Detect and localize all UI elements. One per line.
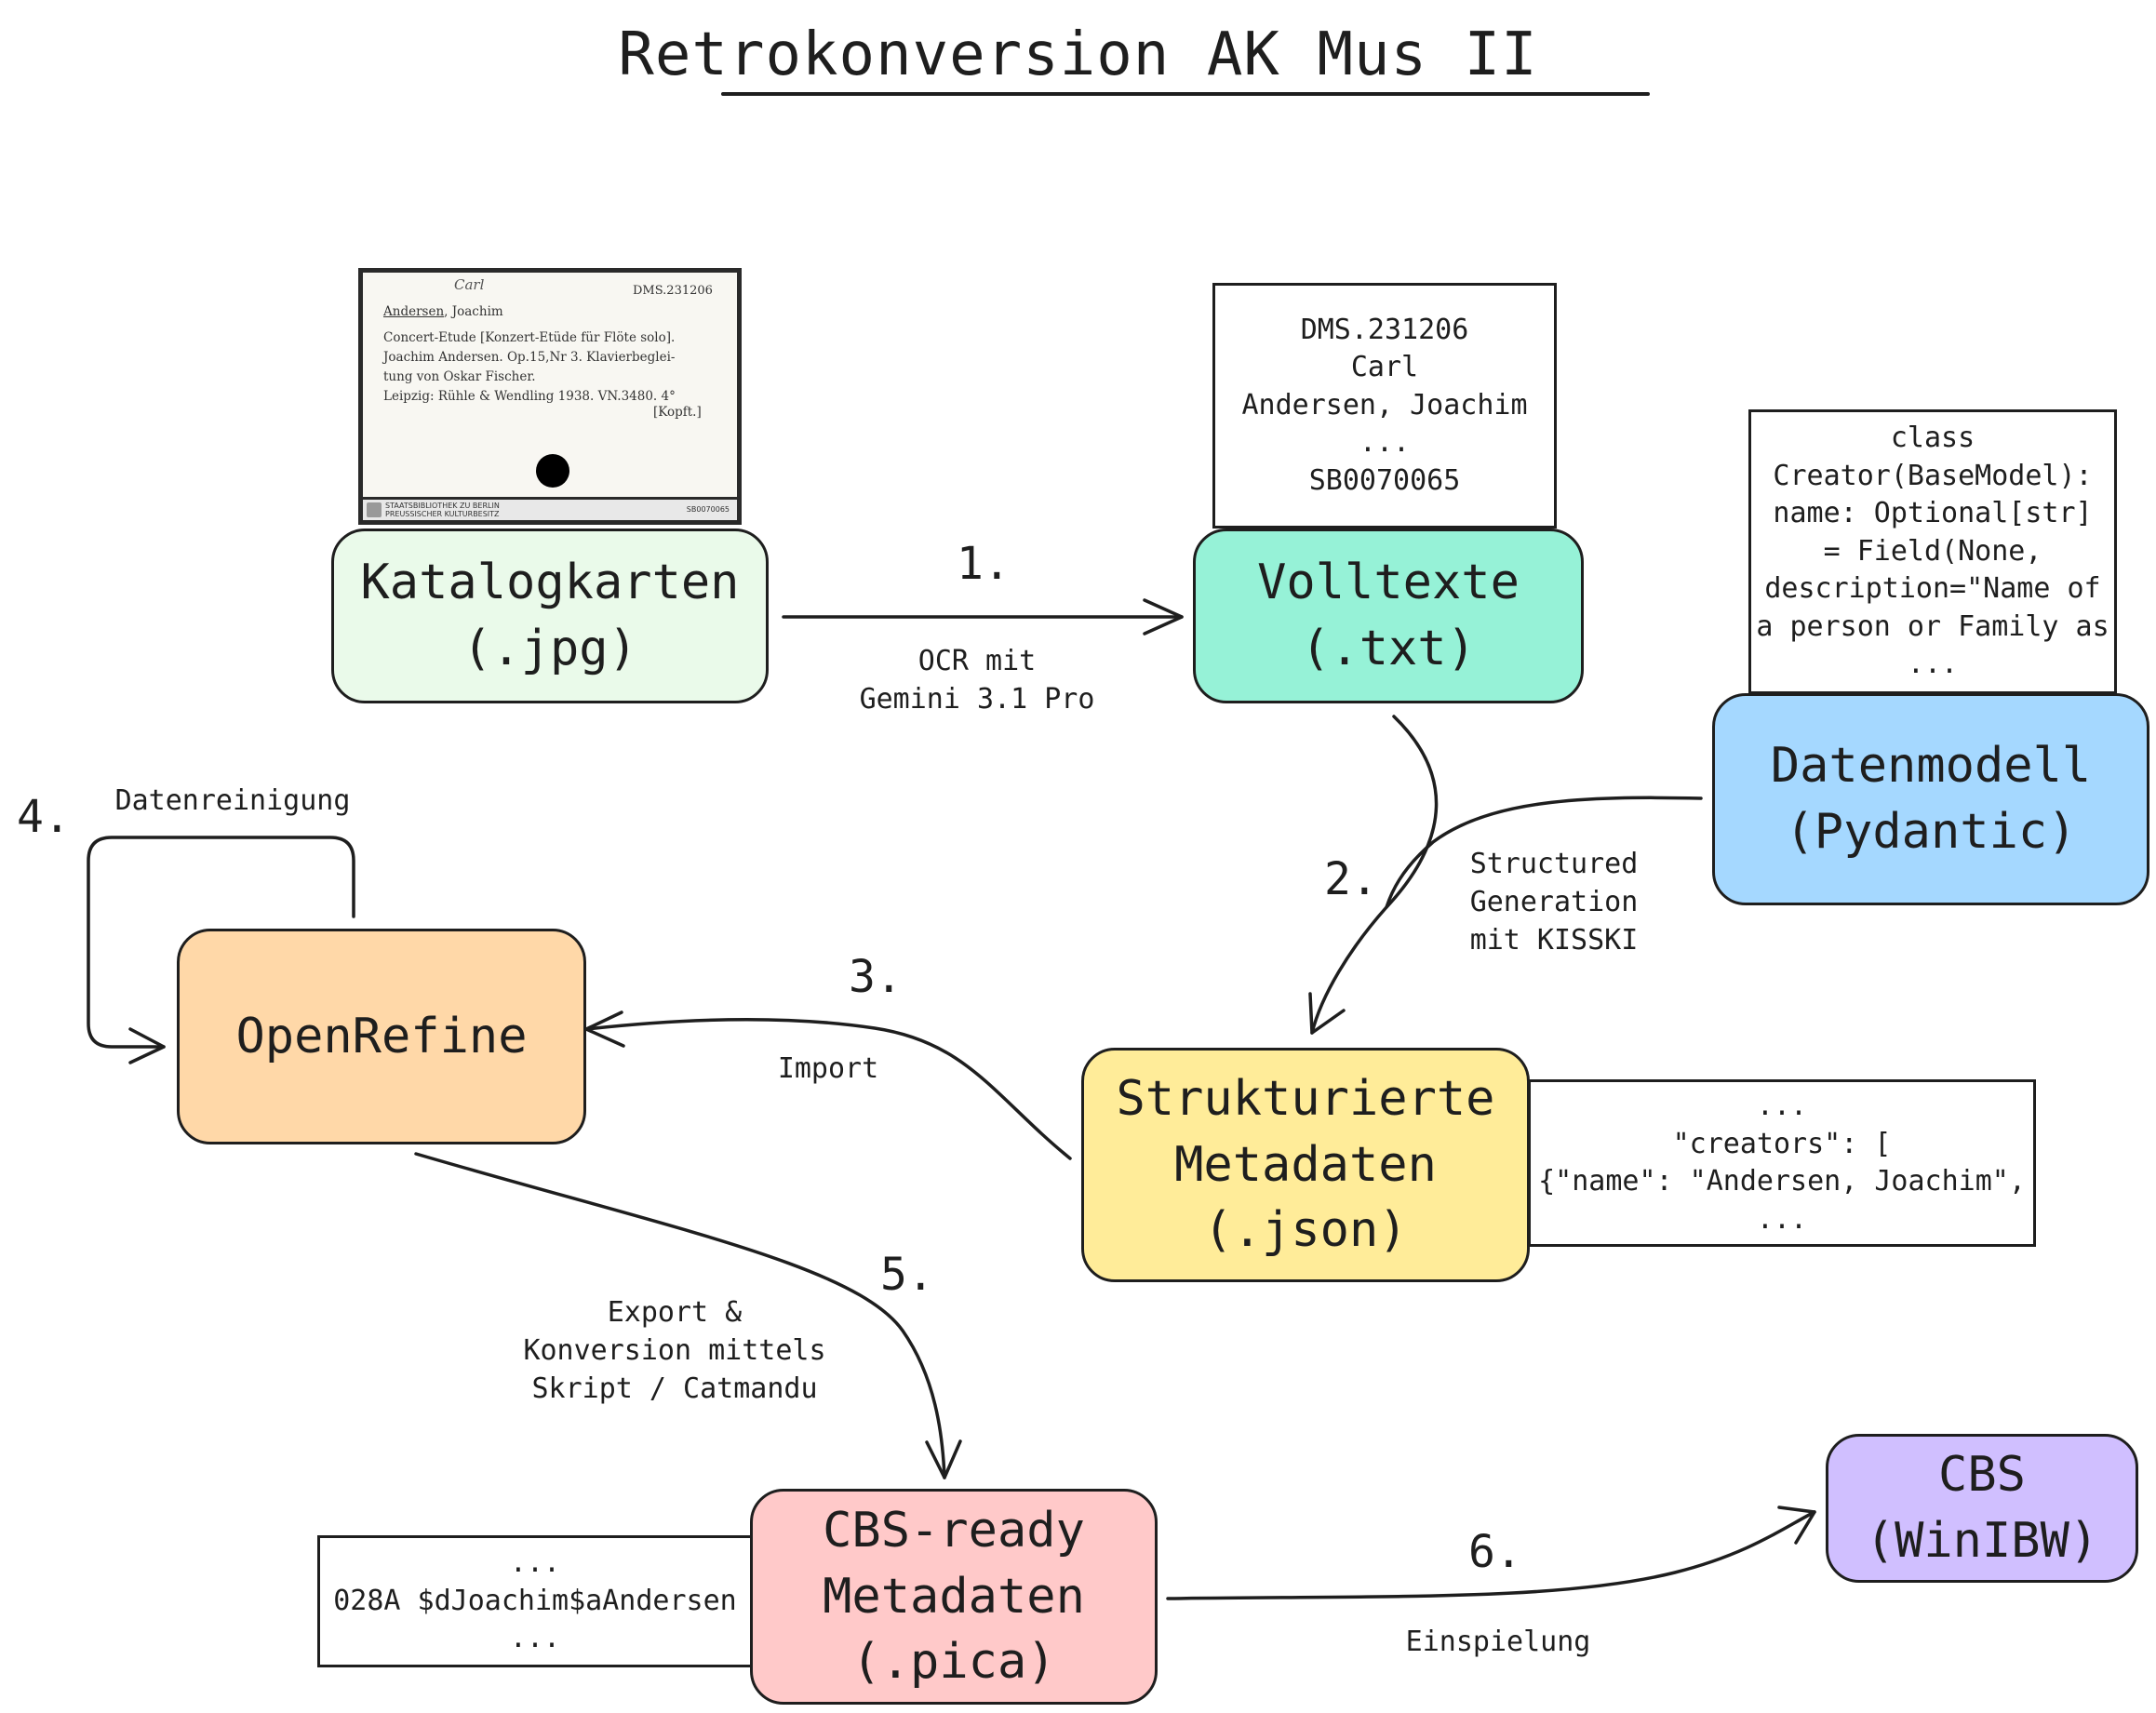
pica-sample-box: ... 028A $dJoachim$aAndersen ... [317,1535,753,1667]
node-datenmodell-line-1: Datenmodell [1770,738,2092,795]
node-katalogkarten-line-2: (.jpg) [462,621,637,676]
card-line-4: Leipzig: Rühle & Wendling 1938. VN.3480.… [383,389,676,404]
node-volltexte-line-1: Volltexte [1257,555,1520,611]
card-institution-2: PREUSSISCHER KULTURBESITZ [385,510,500,518]
pydantic-sample-line-2: Creator(BaseModel): [1773,459,2093,492]
title-underline [721,92,1650,96]
card-line-1: Concert-Etude [Konzert-Etüde für Flöte s… [383,330,676,345]
arrow-ocr-head [1143,598,1184,636]
json-sample-line-3: {"name": "Andersen, Joachim", [1538,1165,2026,1198]
card-author-forename: , Joachim [444,304,503,319]
arrow-json-to-openrefine [584,1017,1072,1160]
card-punch-hole [536,454,569,488]
node-katalogkarten-line-1: Katalogkarten [360,555,740,611]
pydantic-sample-line-7: ... [1907,648,1959,681]
arrow-openrefine-to-pica-head [925,1439,962,1479]
node-strukturierte-metadaten: Strukturierte Metadaten (.json) [1081,1048,1530,1282]
card-footer-strip: STAATSBIBLIOTHEK ZU BERLIN PREUSSISCHER … [363,500,737,520]
pica-sample-line-1: ... [509,1546,561,1580]
node-cbs-ready-line-3: (.pica) [851,1634,1056,1691]
card-line-2: Joachim Andersen. Op.15,Nr 3. Klavierbeg… [383,350,676,365]
arrow-pica-to-cbs [1166,1510,1816,1600]
volltexte-sample-box: DMS.231206 Carl Andersen, Joachim ... SB… [1212,283,1557,529]
node-openrefine: OpenRefine [177,929,586,1144]
label-datenreinigung: Datenreinigung [114,784,351,817]
card-author: Andersen, Joachim [383,304,503,319]
arrow-openrefine-to-pica [414,1152,946,1479]
volltexte-sample-line-4: ... [1359,426,1411,460]
card-barcode-number: SB0070065 [686,505,730,514]
arrow-datenreinigung-loop-head [128,1027,166,1064]
label-export-konversion: Export & Konversion mittels Skript / Cat… [523,1296,826,1406]
catalog-card-paper: DMS.231206 Carl Andersen, Joachim Concer… [363,273,737,497]
card-author-surname: Andersen [383,304,445,319]
label-structured-generation: Structured Generation mit KISSKI [1469,848,1639,957]
card-line-3: tung von Oskar Fischer. [383,369,536,384]
node-cbs-ready-metadaten: CBS-ready Metadaten (.pica) [750,1489,1158,1705]
node-volltexte-line-2: (.txt) [1301,621,1476,676]
card-signature: DMS.231206 [633,284,713,298]
node-datenmodell-line-2: (Pydantic) [1785,804,2077,860]
node-cbs-ready-line-1: CBS-ready [823,1502,1085,1559]
pydantic-sample-line-3: name: Optional[str] [1773,497,2093,530]
pydantic-sample-line-1: class [1890,422,1975,455]
node-cbs-line-1: CBS [1938,1447,2026,1504]
step-number-4: 4. [17,791,71,843]
library-logo-icon [367,502,382,517]
card-institution-1: STAATSBIBLIOTHEK ZU BERLIN [385,502,500,510]
node-datenmodell: Datenmodell (Pydantic) [1712,693,2149,905]
label-einspielung: Einspielung [1405,1626,1591,1658]
pydantic-sample-box: class Creator(BaseModel): name: Optional… [1748,409,2117,694]
json-sample-line-4: ... [1756,1202,1808,1236]
volltexte-sample-line-2: Carl [1350,351,1419,384]
step-number-3: 3. [849,951,903,1003]
json-sample-line-1: ... [1756,1090,1808,1122]
diagram-title: Retrokonversion AK Mus II [618,20,1538,89]
pydantic-sample-line-5: description="Name of [1764,572,2101,606]
arrow-volltexte-to-json [1310,715,1439,1035]
pica-sample-line-3: ... [509,1622,561,1655]
pydantic-sample-line-4: = Field(None, [1823,534,2042,568]
node-katalogkarten: Katalogkarten (.jpg) [331,529,769,703]
node-cbs-line-2: (WinIBW) [1865,1513,2099,1569]
label-ocr: OCR mit Gemini 3.1 Pro [859,645,1095,716]
step-number-6: 6. [1468,1526,1522,1578]
node-strukturierte-line-3: (.json) [1203,1202,1408,1259]
arrow-datenreinigung-loop [87,836,355,1049]
json-sample-box: ... "creators": [ {"name": "Andersen, Jo… [1528,1079,2036,1247]
step-number-5: 5. [880,1249,934,1301]
label-import: Import [777,1052,879,1085]
card-line-5: [Kopft.] [653,405,702,420]
json-sample-line-2: "creators": [ [1672,1127,1892,1160]
volltexte-sample-line-3: Andersen, Joachim [1241,388,1528,422]
node-strukturierte-line-1: Strukturierte [1116,1070,1495,1127]
volltexte-sample-line-1: DMS.231206 [1300,313,1469,346]
card-handwritten-note: Carl [454,276,485,293]
node-strukturierte-line-2: Metadaten [1174,1136,1437,1193]
catalog-card-image: DMS.231206 Carl Andersen, Joachim Concer… [358,268,742,525]
node-cbs-ready-line-2: Metadaten [823,1568,1085,1625]
step-number-2: 2. [1324,853,1378,905]
arrow-datenmodell-to-json [1385,796,1703,909]
volltexte-sample-line-5: SB0070065 [1308,463,1461,497]
arrow-volltexte-to-json-head [1308,992,1346,1035]
arrow-pica-to-cbs-head [1777,1506,1816,1545]
node-cbs-winibw: CBS (WinIBW) [1826,1434,2138,1583]
node-openrefine-line-1: OpenRefine [235,1008,528,1064]
arrow-json-to-openrefine-head [584,1010,625,1048]
pica-sample-line-2: 028A $dJoachim$aAndersen [333,1584,737,1617]
pydantic-sample-line-6: a person or Family as [1756,609,2109,643]
node-volltexte: Volltexte (.txt) [1193,529,1584,703]
step-number-1: 1. [957,538,1011,590]
